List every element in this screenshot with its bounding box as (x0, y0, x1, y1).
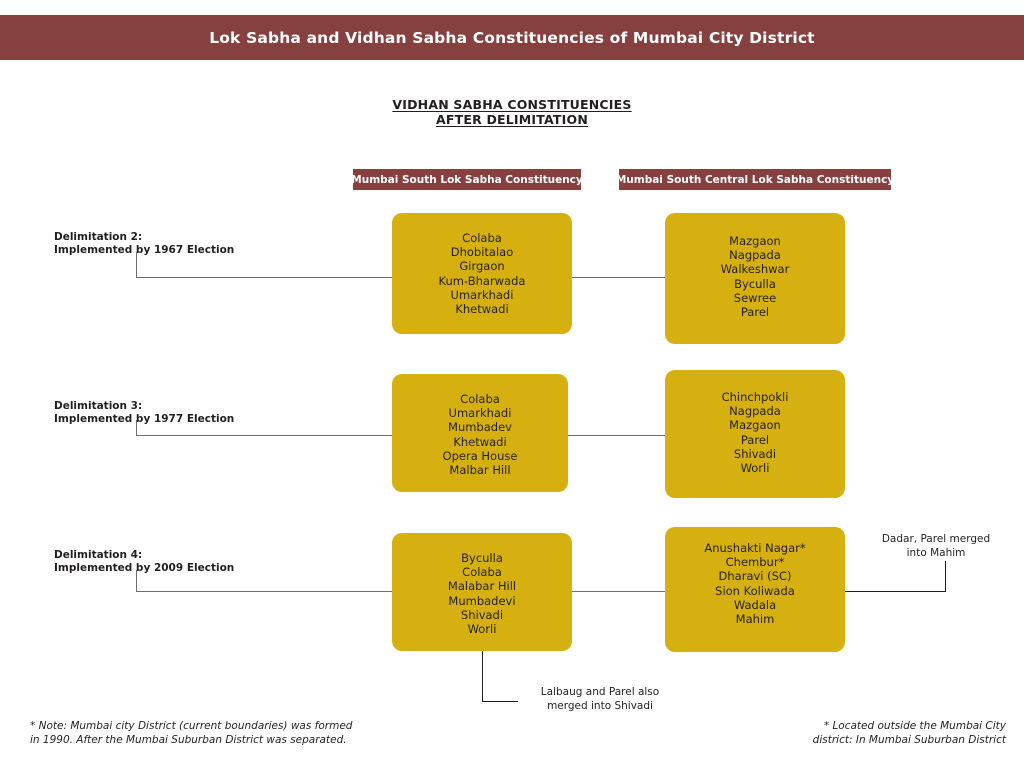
lok-sabha-header-south-central: Mumbai South Central Lok Sabha Constitue… (615, 169, 895, 190)
constituency-box-row3-south-central: Anushakti Nagar* Chembur* Dharavi (SC) S… (665, 527, 845, 652)
constituency-item: Malbar Hill (449, 463, 511, 478)
connector-row3-right-riser (945, 561, 946, 592)
constituency-item: Nagpada (729, 248, 781, 263)
constituency-item: Byculla (734, 276, 776, 291)
delimitation-subtitle-4: Implemented by 2009 Election (54, 562, 235, 574)
constituency-item: Chembur* (725, 555, 785, 570)
constituency-item: Chinchpokli (721, 390, 789, 404)
constituency-item: Colaba (462, 231, 502, 245)
constituency-item: Dhobitalao (450, 245, 514, 260)
constituency-item: Byculla (461, 551, 503, 565)
constituency-item: Malabar Hill (447, 579, 517, 594)
constituency-item: Worli (467, 622, 497, 637)
constituency-item: Girgaon (459, 259, 505, 274)
subtitle-line-1: VIDHAN SABHA CONSTITUENCIES (392, 97, 632, 112)
constituency-item: Kum-Bharwada (438, 273, 526, 288)
footnote-right-line-2: district: In Mumbai Suburban District (812, 734, 1006, 746)
constituency-item: Sewree (733, 290, 777, 305)
connector-row1-left (136, 277, 393, 278)
constituency-item: Nagpada (729, 404, 781, 419)
delimitation-title-2: Delimitation 2: (54, 231, 143, 243)
connector-row3-middle (572, 591, 666, 592)
constituency-item: Parel (740, 305, 770, 320)
constituency-item: Umarkhadi (448, 406, 512, 421)
constituency-item: Khetwadi (453, 434, 507, 449)
constituency-box-row2-south: Colaba Umarkhadi Mumbadev Khetwadi Opera… (392, 374, 568, 492)
section-subtitle: VIDHAN SABHA CONSTITUENCIES AFTER DELIMI… (0, 97, 1024, 127)
constituency-item: Mazgaon (729, 234, 781, 248)
delimitation-subtitle-3: Implemented by 1977 Election (54, 413, 235, 425)
constituency-item: Mumbadev (448, 420, 512, 435)
annotation-shivadi-line-1: Lalbaug and Parel also (540, 686, 660, 698)
constituency-item: Umarkhadi (450, 287, 514, 302)
annotation-dadar-line-2: into Mahim (906, 546, 966, 559)
connector-row1-middle (572, 277, 666, 278)
constituency-item: Parel (740, 432, 770, 447)
constituency-item: Mahim (735, 612, 775, 627)
lok-sabha-header-south-label: Mumbai South Lok Sabha Constituency (351, 173, 583, 186)
footnote-outside-district: * Located outside the Mumbai City distri… (760, 719, 1006, 747)
constituency-item: Shivadi (733, 446, 777, 461)
constituency-box-row3-south: Byculla Colaba Malabar Hill Mumbadevi Sh… (392, 533, 572, 651)
constituency-item: Wadala (733, 597, 777, 612)
constituency-item: Mumbadevi (448, 593, 516, 608)
delimitation-label-2: Delimitation 2: Implemented by 1967 Elec… (54, 231, 234, 257)
subtitle-line-2: AFTER DELIMITATION (435, 112, 588, 127)
delimitation-label-3: Delimitation 3: Implemented by 1977 Elec… (54, 400, 234, 426)
constituency-item: Worli (740, 461, 770, 476)
constituency-item: Dharavi (SC) (718, 569, 792, 584)
constituency-box-row2-south-central: Chinchpokli Nagpada Mazgaon Parel Shivad… (665, 370, 845, 498)
connector-row3-left (136, 591, 393, 592)
constituency-item: Anushakti Nagar* (704, 541, 806, 555)
delimitation-subtitle-2: Implemented by 1967 Election (54, 244, 235, 256)
constituency-box-row1-south: Colaba Dhobitalao Girgaon Kum-Bharwada U… (392, 213, 572, 334)
annotation-dadar-line-1: Dadar, Parel merged (881, 533, 991, 545)
page-title: Lok Sabha and Vidhan Sabha Constituencie… (209, 28, 815, 47)
footnote-right-line-1: * Located outside the Mumbai City (823, 720, 1006, 732)
connector-bottom-riser (482, 651, 483, 701)
footnote-district-formation: * Note: Mumbai city District (current bo… (30, 720, 353, 746)
connector-bottom-leader (482, 701, 518, 702)
constituency-item: Opera House (442, 448, 518, 463)
annotation-lalbaug-parel-merge: Lalbaug and Parel also merged into Shiva… (520, 686, 680, 713)
page-title-bar: Lok Sabha and Vidhan Sabha Constituencie… (0, 15, 1024, 60)
connector-row1-stub (136, 252, 137, 277)
delimitation-label-4: Delimitation 4: Implemented by 2009 Elec… (54, 549, 234, 575)
connector-row3-stub (136, 570, 137, 591)
connector-row3-right (845, 591, 946, 592)
delimitation-title-4: Delimitation 4: (54, 549, 143, 561)
constituency-item: Mazgaon (729, 418, 781, 433)
lok-sabha-header-south-central-label: Mumbai South Central Lok Sabha Constitue… (615, 173, 895, 186)
constituency-item: Colaba (460, 392, 500, 406)
constituency-item: Shivadi (460, 607, 504, 622)
constituency-box-row1-south-central: Mazgaon Nagpada Walkeshwar Byculla Sewre… (665, 213, 845, 344)
constituency-item: Khetwadi (455, 302, 509, 317)
connector-row2-stub (136, 420, 137, 435)
constituency-item: Colaba (462, 565, 502, 580)
lok-sabha-header-south: Mumbai South Lok Sabha Constituency (351, 169, 583, 190)
constituency-item: Walkeshwar (720, 262, 790, 277)
constituency-item: Sion Koliwada (715, 583, 795, 598)
annotation-shivadi-line-2: merged into Shivadi (547, 699, 653, 712)
annotation-dadar-parel-merge: Dadar, Parel merged into Mahim (866, 533, 1006, 560)
connector-row2-left (136, 435, 393, 436)
delimitation-title-3: Delimitation 3: (54, 400, 143, 412)
connector-row2-middle (568, 435, 666, 436)
